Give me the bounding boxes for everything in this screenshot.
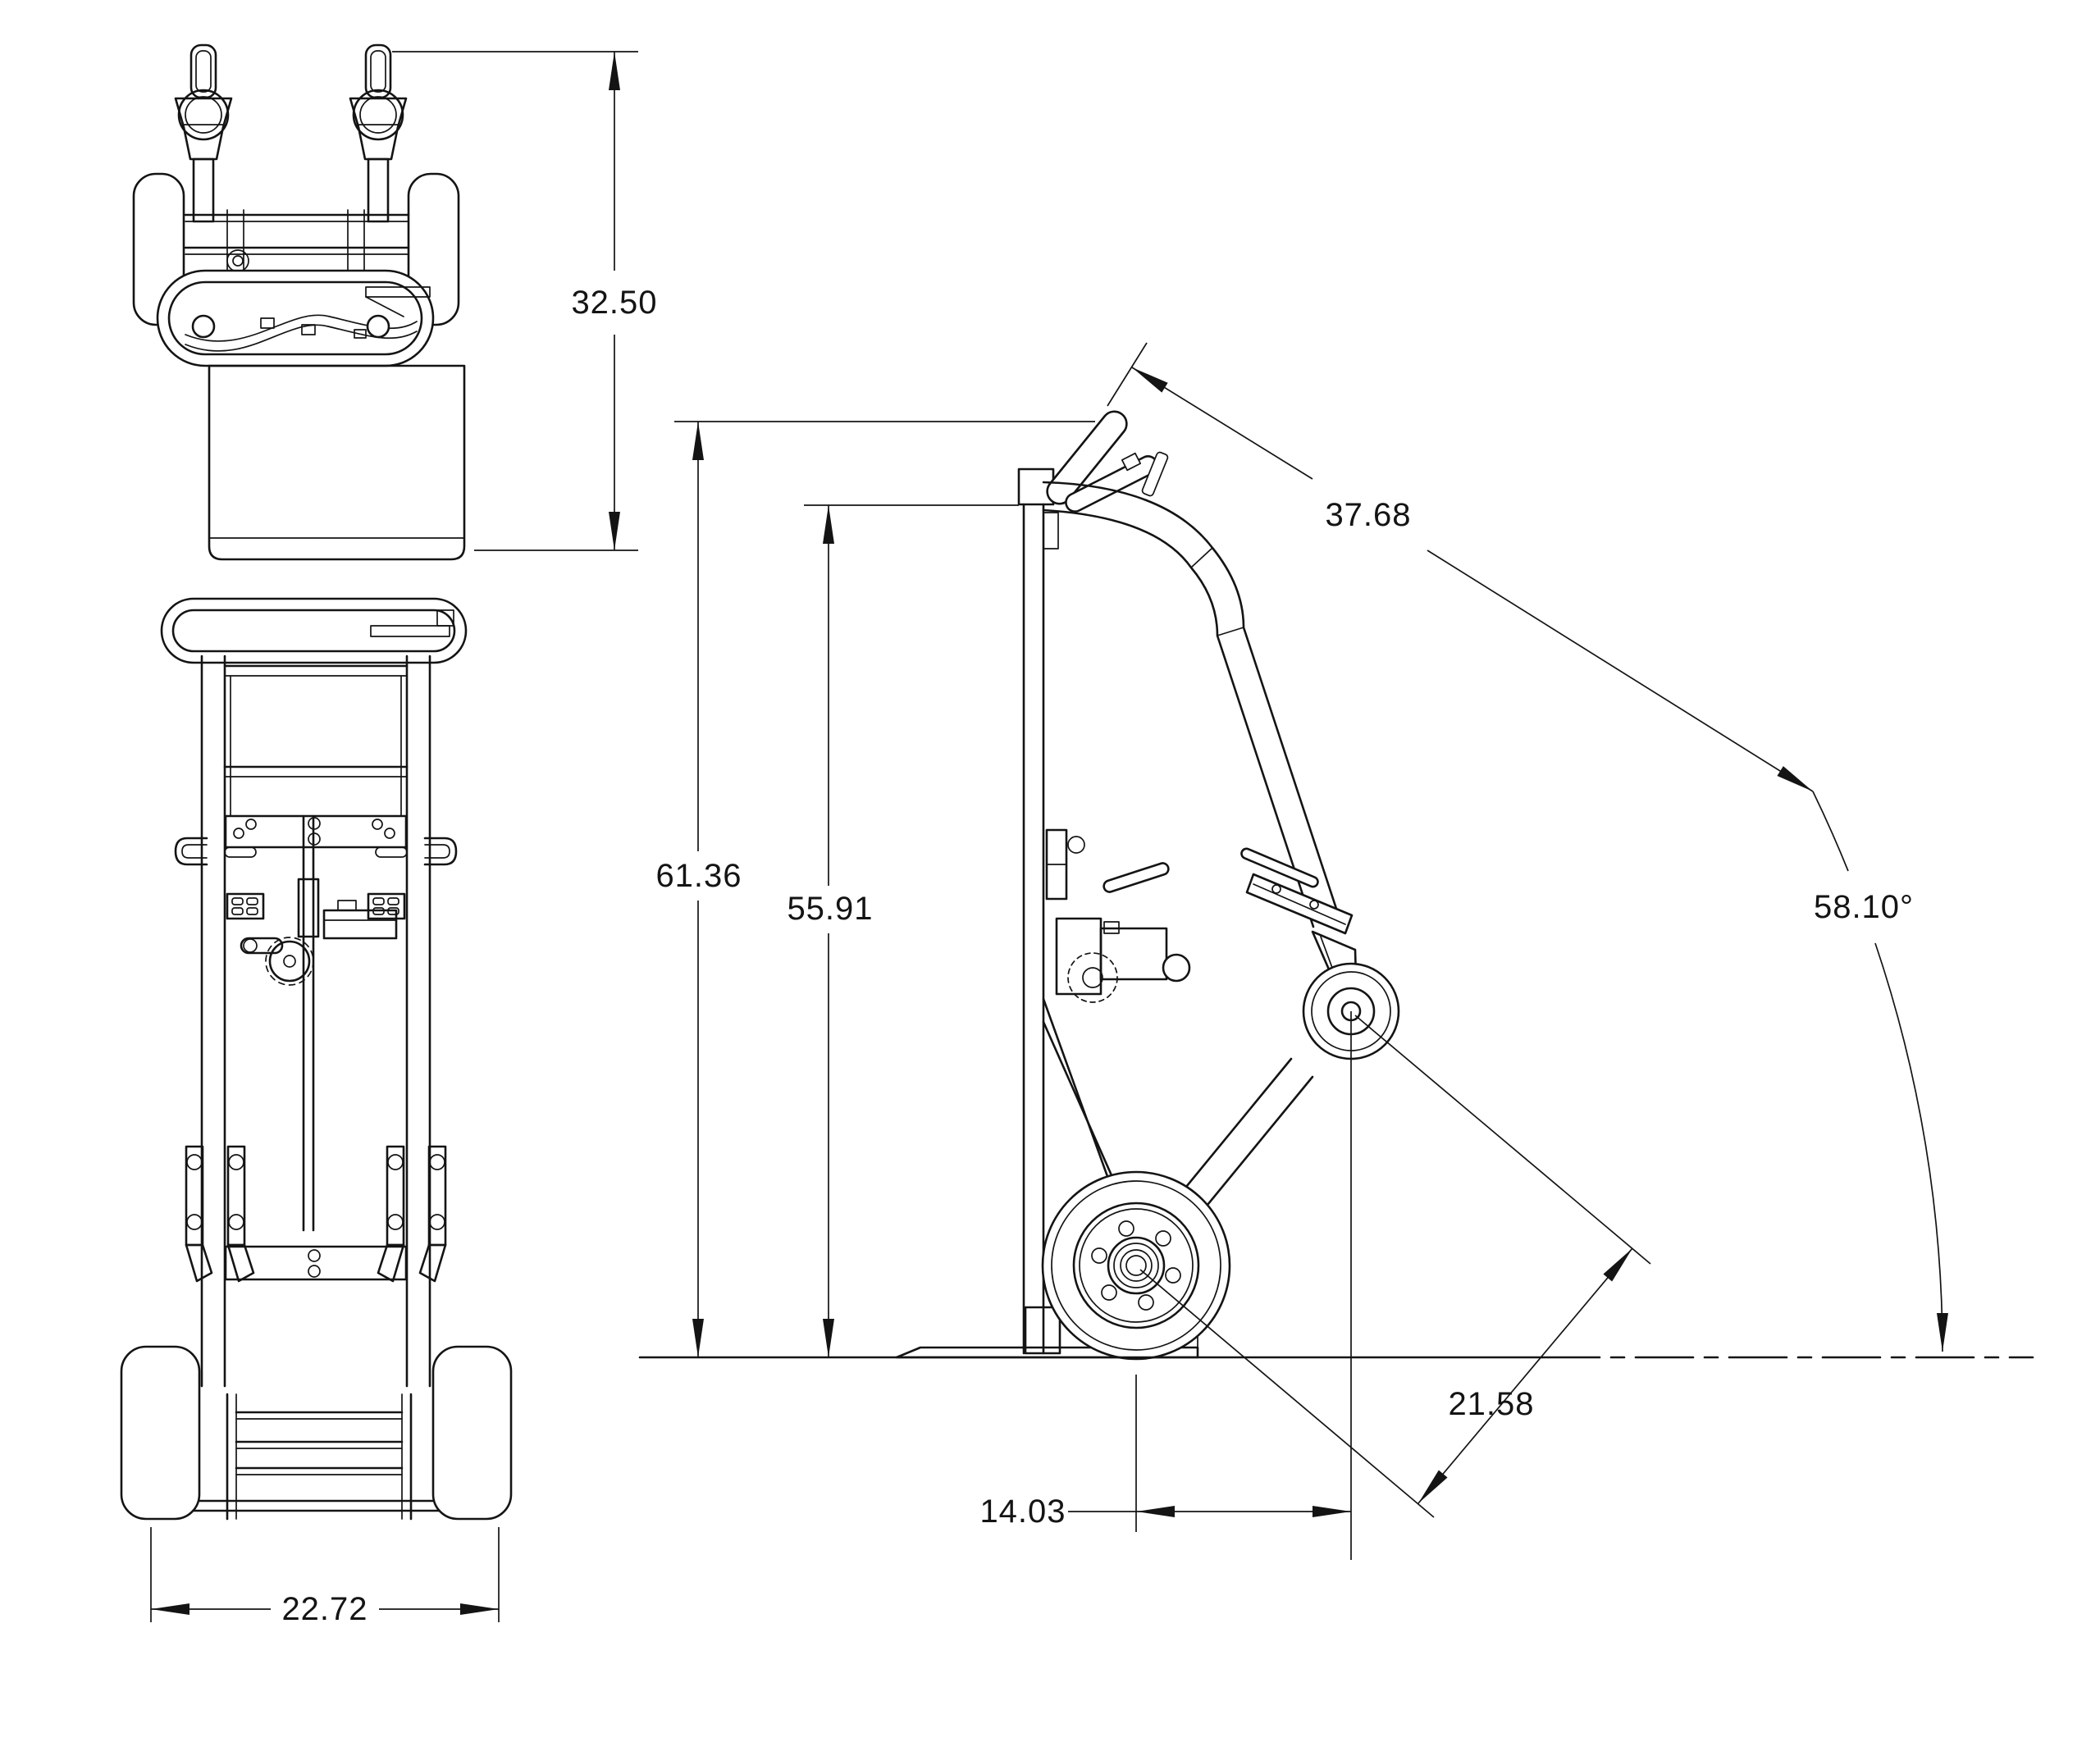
- side-view: 61.36 55.91 37.68 58.10° 21.58: [638, 342, 2034, 1560]
- side-hook-left: [174, 837, 257, 866]
- dim-label-21-58: 21.58: [1448, 1386, 1534, 1422]
- dimension-55-91: 55.91: [787, 504, 1019, 1357]
- lower-plate-front: [224, 1245, 408, 1281]
- winch-assembly-front: [240, 814, 398, 1232]
- top-view: 32.50: [132, 43, 657, 561]
- bracket-left-front: [226, 892, 265, 920]
- front-view: 22.72: [120, 597, 513, 1627]
- cross-plate-front: [224, 814, 408, 849]
- dimension-61-36: 61.36: [655, 421, 1095, 1357]
- chime-hooks-front: [185, 1145, 447, 1283]
- dimension-21-58: 21.58: [1139, 1015, 1651, 1518]
- dim-label-14-03: 14.03: [979, 1493, 1066, 1530]
- dim-label-61-36: 61.36: [655, 858, 742, 894]
- main-wheel-side: [1041, 1170, 1231, 1361]
- handle-loop-top: [156, 269, 435, 367]
- dimension-58-10-angle: 58.10°: [1812, 791, 1948, 1352]
- dim-label-55-91: 55.91: [787, 891, 873, 927]
- handle-loop-front: [160, 597, 468, 664]
- nose-ladder-front: [226, 1393, 413, 1521]
- main-tube-side: [1042, 481, 1341, 928]
- dim-label-37-68: 37.68: [1325, 497, 1411, 533]
- dim-label-32-50: 32.50: [571, 285, 657, 321]
- winch-assembly-side: [1045, 828, 1191, 1003]
- wheel-right-front: [431, 1345, 513, 1521]
- side-hook-right: [375, 837, 458, 866]
- handle-grips-side: [1046, 410, 1169, 513]
- bracket-right-front: [367, 892, 406, 920]
- dimension-37-68: 37.68: [1107, 342, 1814, 792]
- caster-side: [1240, 847, 1400, 1060]
- dimension-14-03: 14.03: [979, 1011, 1352, 1560]
- dim-label-22-72: 22.72: [281, 1591, 368, 1627]
- dimension-22-72: 22.72: [150, 1527, 500, 1627]
- frame-rail-side: [1017, 467, 1061, 1355]
- wheel-left-front: [120, 1345, 201, 1521]
- base-plate-top: [208, 364, 466, 561]
- dim-label-58-10: 58.10°: [1814, 889, 1914, 925]
- dimension-32-50: 32.50: [392, 51, 657, 551]
- caster-right-top: [349, 43, 408, 223]
- toe-plate-front: [173, 1499, 459, 1512]
